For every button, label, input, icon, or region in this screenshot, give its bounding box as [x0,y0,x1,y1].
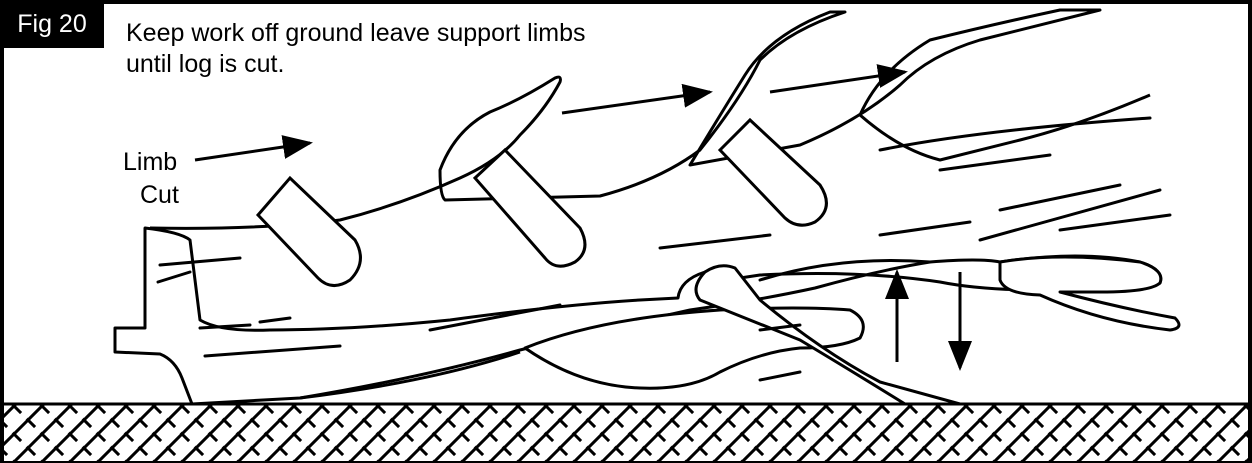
caption-line-1: Keep work off ground leave support limbs [126,18,586,49]
limb-cut-label-line-1: Limb [123,147,177,177]
caption-line-2: until log is cut. [126,49,586,80]
ground-hatch [4,404,1248,461]
limb-cut-stubs [258,120,826,286]
figure-label: Fig 20 [0,0,104,48]
branch-arrow-2 [770,72,905,92]
branch-arrow-1 [562,92,710,113]
limb-cut-pointer-arrow [195,143,310,160]
limb-cut-label-line-2: Cut [140,180,179,210]
figure-caption: Keep work off ground leave support limbs… [126,18,586,80]
